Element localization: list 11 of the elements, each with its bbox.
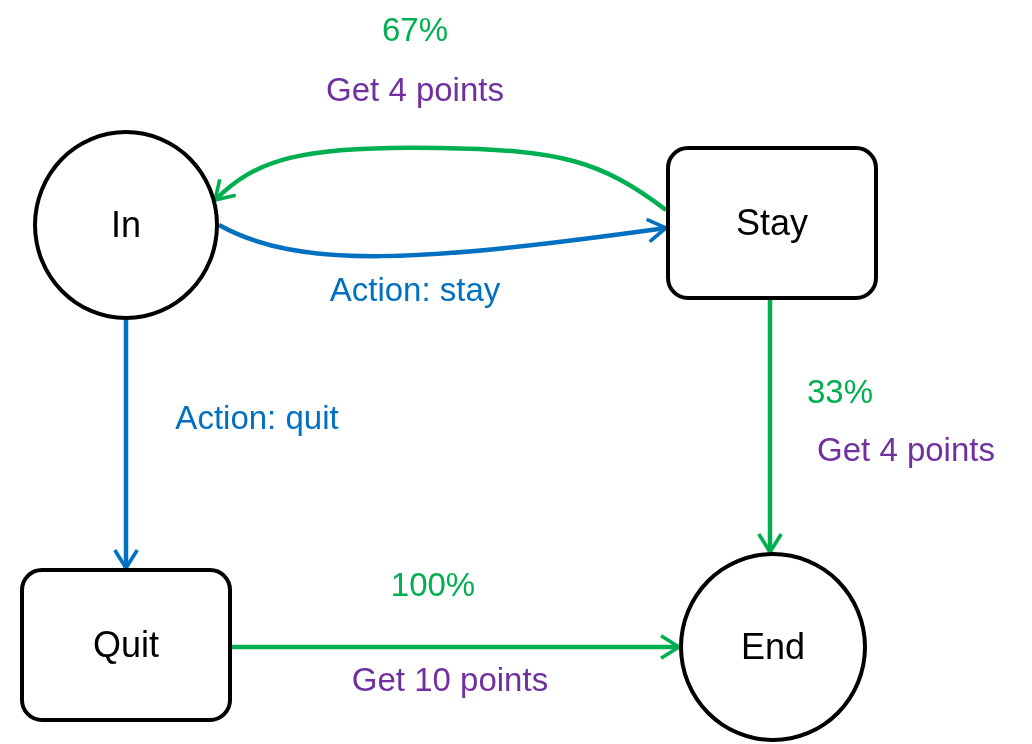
arrow xyxy=(213,145,668,212)
state-label: Quit xyxy=(93,624,159,666)
arrow xyxy=(112,320,140,570)
state-box xyxy=(20,568,232,722)
state-label: Stay xyxy=(735,202,808,244)
arrow xyxy=(232,633,681,661)
state-label: End xyxy=(740,626,806,668)
arrow xyxy=(218,217,668,259)
state-box xyxy=(666,146,878,300)
state-label: In xyxy=(111,204,141,246)
arrow xyxy=(756,300,784,554)
